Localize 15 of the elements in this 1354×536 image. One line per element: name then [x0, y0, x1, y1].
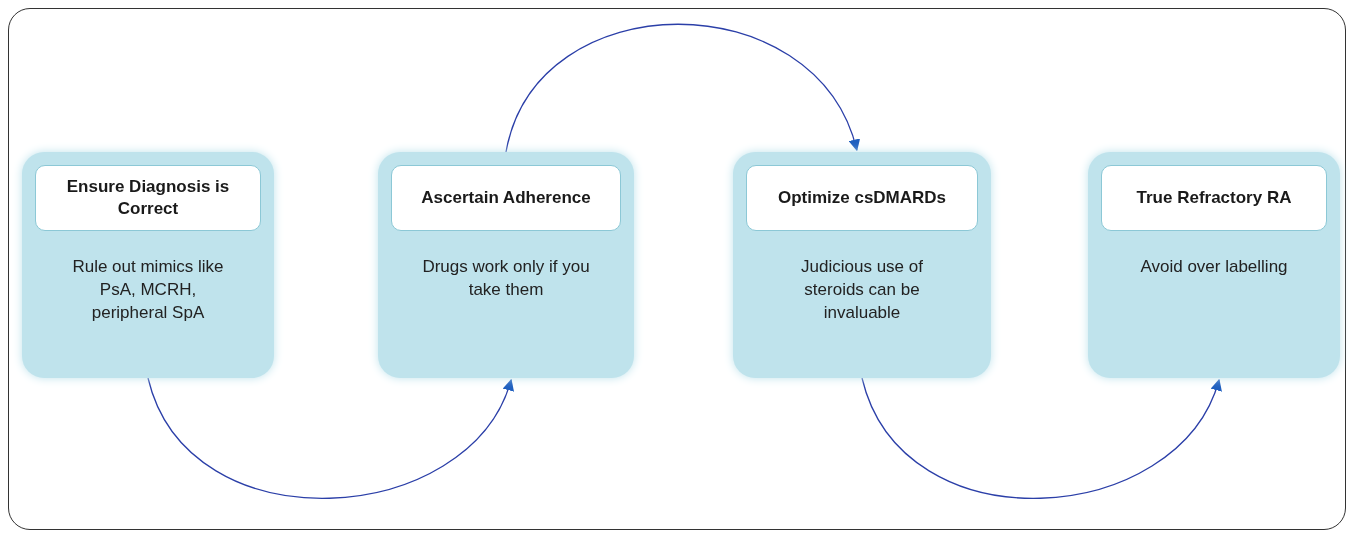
step-heading: True Refractory RA — [1101, 165, 1327, 231]
step-card — [378, 152, 634, 378]
step-heading: Optimize csDMARDs — [746, 165, 978, 231]
curved-arrow — [861, 377, 1221, 499]
step-description: Rule out mimics like PsA, MCRH, peripheral SpA — [71, 256, 225, 324]
curved-arrow — [505, 23, 859, 153]
step-description: Judicious use of steroids can be invaluable — [800, 256, 924, 324]
step-card — [1088, 152, 1340, 378]
step-description: Avoid over labelling — [1139, 256, 1289, 278]
step-heading: Ascertain Adherence — [391, 165, 621, 231]
step-description: Drugs work only if you take them — [421, 256, 591, 301]
step-card — [22, 152, 274, 378]
step-card — [733, 152, 991, 378]
step-heading: Ensure Diagnosis is Correct — [35, 165, 261, 231]
curved-arrow — [147, 377, 513, 499]
